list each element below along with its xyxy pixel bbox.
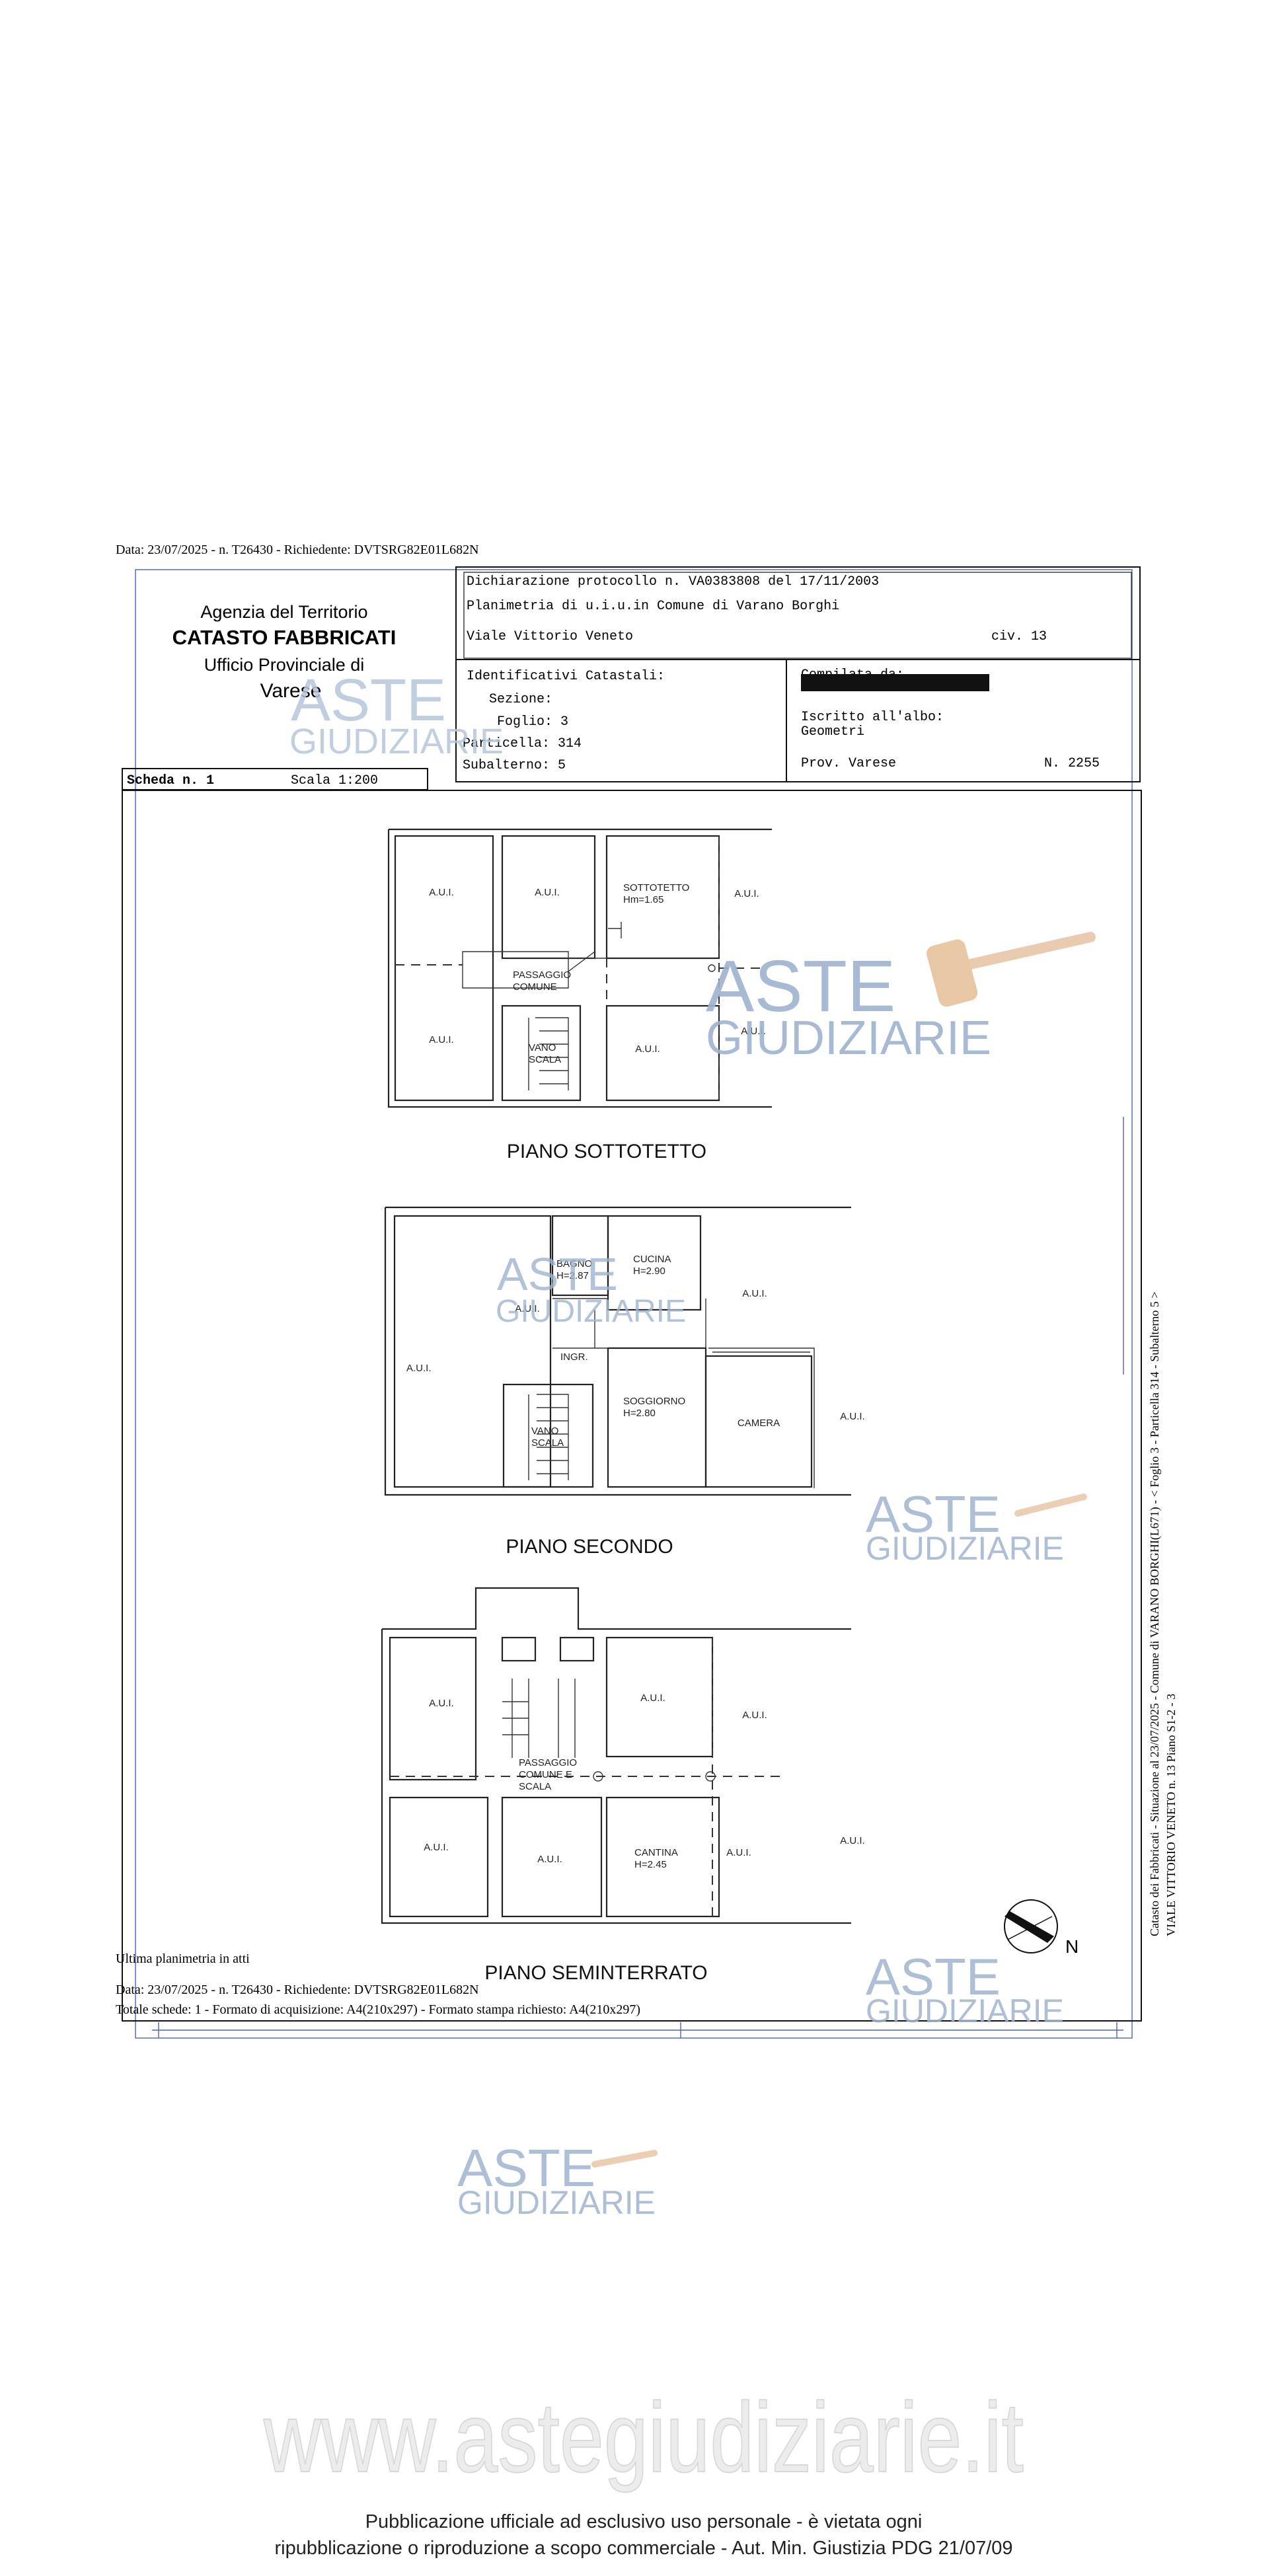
watermark-logo: ASTE GIUDIZIARIE [496, 1248, 686, 1329]
room-label: H=2.87 [556, 1270, 589, 1281]
identifiers-box [455, 659, 1141, 782]
room-label: A.U.I. [406, 1363, 432, 1374]
floor-title-seminterrato: PIANO SEMINTERRATO [484, 1962, 707, 1984]
side-text-line1: Catasto dei Fabbricati - Situazione al 2… [1148, 1291, 1162, 1936]
room-label: SCALA [531, 1437, 564, 1449]
svg-text:GIUDIZIARIE: GIUDIZIARIE [706, 1012, 991, 1065]
identifiers-sezione: Sezione: [489, 692, 552, 707]
svg-text:GIUDIZIARIE: GIUDIZIARIE [866, 1530, 1064, 1567]
room-label: H=2.90 [633, 1266, 665, 1277]
top-header: Data: 23/07/2025 - n. T26430 - Richieden… [116, 543, 479, 557]
room-label: A.U.I. [537, 1854, 562, 1865]
room-label: COMUNE E [519, 1769, 572, 1780]
svg-text:ASTE: ASTE [866, 1485, 1001, 1543]
room-label: A.U.I. [635, 1043, 660, 1055]
svg-text:ASTE: ASTE [866, 1948, 1001, 2006]
watermark-logo: ASTE GIUDIZIARIE [289, 667, 504, 761]
svg-text:GIUDIZIARIE: GIUDIZIARIE [496, 1294, 686, 1329]
declaration-protocol: Dichiarazione protocollo n. VA0383808 de… [467, 574, 879, 589]
scala-label: Scala 1:200 [291, 773, 378, 788]
room-label: CAMERA [738, 1418, 780, 1429]
bottom-totale: Totale schede: 1 - Formato di acquisizio… [116, 2002, 640, 2017]
declaration-street: Viale Vittorio Veneto [467, 629, 633, 644]
side-text-line2: VIALE VITTORIO VENETO n. 13 Piano S1-2 -… [1164, 1694, 1178, 1936]
floor-title-sottotetto: PIANO SOTTOTETTO [507, 1141, 706, 1162]
declaration-plan: Planimetria di u.i.u.in Comune di Varano… [467, 599, 839, 614]
watermark-logo: ASTE GIUDIZIARIE [457, 2139, 658, 2221]
north-label: N [1065, 1936, 1079, 1957]
scheda-label: Scheda n. 1 [127, 773, 214, 788]
room-label: A.U.I. [726, 1847, 751, 1858]
svg-text:ASTE: ASTE [291, 667, 446, 734]
svg-text:ASTE: ASTE [457, 2139, 595, 2197]
agency-line2: CATASTO FABBRICATI [172, 626, 397, 649]
room-label: A.U.I. [429, 887, 454, 898]
identifiers-heading: Identificativi Catastali: [467, 669, 665, 684]
agency-line3: Ufficio Provinciale di [204, 655, 365, 675]
room-label: A.U.I. [840, 1835, 865, 1846]
room-label: A.U.I. [640, 1692, 665, 1704]
room-label: INGR. [560, 1351, 588, 1363]
room-label: Hm=1.65 [623, 894, 663, 905]
room-label: CANTINA [634, 1847, 678, 1858]
floor-title-secondo: PIANO SECONDO [506, 1536, 673, 1558]
room-label: PASSAGGIO [519, 1757, 577, 1768]
identifiers-foglio: Foglio: 3 [497, 714, 568, 730]
room-label: VANO [531, 1425, 558, 1437]
room-label: A.U.I. [840, 1411, 865, 1422]
svg-text:GIUDIZIARIE: GIUDIZIARIE [289, 722, 504, 761]
room-label: COMUNE [513, 981, 557, 993]
room-label: A.U.I. [424, 1842, 449, 1853]
publication-line1: Pubblicazione ufficiale ad esclusivo uso… [365, 2511, 923, 2532]
room-label: A.U.I. [742, 1710, 767, 1721]
svg-text:ASTE: ASTE [497, 1248, 618, 1300]
room-label: CUCINA [633, 1254, 671, 1265]
compiler-albo: Iscritto all'albo: [801, 710, 944, 725]
room-label: VANO [529, 1042, 556, 1053]
outer-frame [135, 569, 1133, 2039]
north-arrow-icon [1004, 1899, 1058, 1953]
svg-text:GIUDIZIARIE: GIUDIZIARIE [866, 1992, 1064, 2029]
bottom-data: Data: 23/07/2025 - n. T26430 - Richieden… [116, 1983, 479, 1997]
room-label: PASSAGGIO [513, 969, 571, 981]
room-label: SCALA [529, 1054, 561, 1065]
bottom-last: Ultima planimetria in atti [116, 1951, 250, 1966]
room-label: H=2.80 [623, 1408, 656, 1419]
compiler-role: Geometri [801, 724, 864, 739]
agency-line1: Agenzia del Territorio [200, 602, 367, 622]
site-url: www.astegiudiziarie.it [263, 2382, 1024, 2493]
room-label: A.U.I. [734, 888, 759, 899]
compiler-prov: Prov. Varese [801, 756, 896, 771]
svg-text:GIUDIZIARIE: GIUDIZIARIE [457, 2184, 656, 2221]
watermark-logo: ASTE GIUDIZIARIE [706, 932, 1096, 1065]
room-label: SOGGIORNO [623, 1396, 685, 1407]
declaration-civ: civ. 13 [991, 629, 1047, 644]
room-label: H=2.45 [634, 1859, 667, 1870]
watermark-logo: ASTE GIUDIZIARIE [866, 1485, 1087, 1567]
room-label: A.U.I. [515, 1303, 540, 1314]
redaction-bar [801, 674, 989, 691]
drawing-frame [122, 790, 1142, 2022]
floor-sottotetto: A.U.I. A.U.I. SOTTOTETTO Hm=1.65 A.U.I. … [387, 828, 772, 1162]
compiler-number: N. 2255 [1044, 756, 1100, 771]
room-label: SCALA [519, 1781, 551, 1792]
floor-secondo: A.U.I. BAGNO H=2.87 CUCINA H=2.90 A.U.I.… [384, 1206, 865, 1558]
svg-text:ASTE: ASTE [706, 946, 895, 1027]
identifiers-particella: Particella: 314 [463, 736, 582, 751]
identifiers-subalterno: Subalterno: 5 [463, 758, 566, 773]
room-label: A.U.I. [741, 1026, 766, 1037]
watermark-logo: ASTE GIUDIZIARIE [866, 1948, 1064, 2029]
room-label: BAGNO [556, 1258, 592, 1269]
room-label: A.U.I. [742, 1288, 767, 1299]
floor-seminterrato: A.U.I. A.U.I. A.U.I. PASSAGGIO COMUNE E … [381, 1587, 865, 1984]
room-label: A.U.I. [429, 1034, 454, 1045]
room-label: A.U.I. [429, 1698, 454, 1709]
room-label: A.U.I. [535, 887, 560, 898]
agency-line4: Varese [260, 680, 322, 702]
room-label: SOTTOTETTO [623, 882, 689, 893]
publication-line2: ripubblicazione o riproduzione a scopo c… [274, 2538, 1012, 2559]
